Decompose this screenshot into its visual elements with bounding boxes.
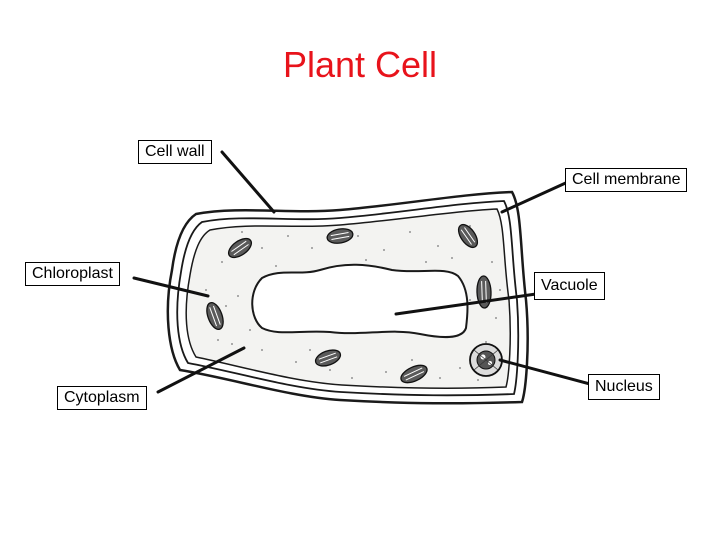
- leader-cell-membrane: [500, 179, 572, 214]
- vacuole: [251, 263, 469, 339]
- cell-wall-inner: [176, 200, 520, 397]
- leader-vacuole: [394, 292, 538, 316]
- label-chloroplast: Chloroplast: [25, 262, 120, 286]
- leader-chloroplast: [132, 276, 210, 298]
- nucleus: [469, 343, 503, 377]
- diagram-title: Plant Cell: [282, 44, 438, 85]
- cell-wall-outer: [166, 190, 529, 405]
- label-cell-membrane: Cell membrane: [565, 168, 688, 192]
- label-vacuole: Vacuole: [534, 272, 605, 300]
- label-cytoplasm: Cytoplasm: [57, 386, 147, 410]
- leader-cell-wall: [220, 150, 276, 214]
- label-cell-wall: Cell wall: [138, 140, 212, 164]
- label-nucleus: Nucleus: [588, 374, 660, 400]
- leader-cytoplasm: [156, 346, 246, 394]
- leader-lines: [132, 150, 592, 394]
- leader-nucleus: [498, 358, 592, 386]
- chloroplasts: [206, 223, 492, 384]
